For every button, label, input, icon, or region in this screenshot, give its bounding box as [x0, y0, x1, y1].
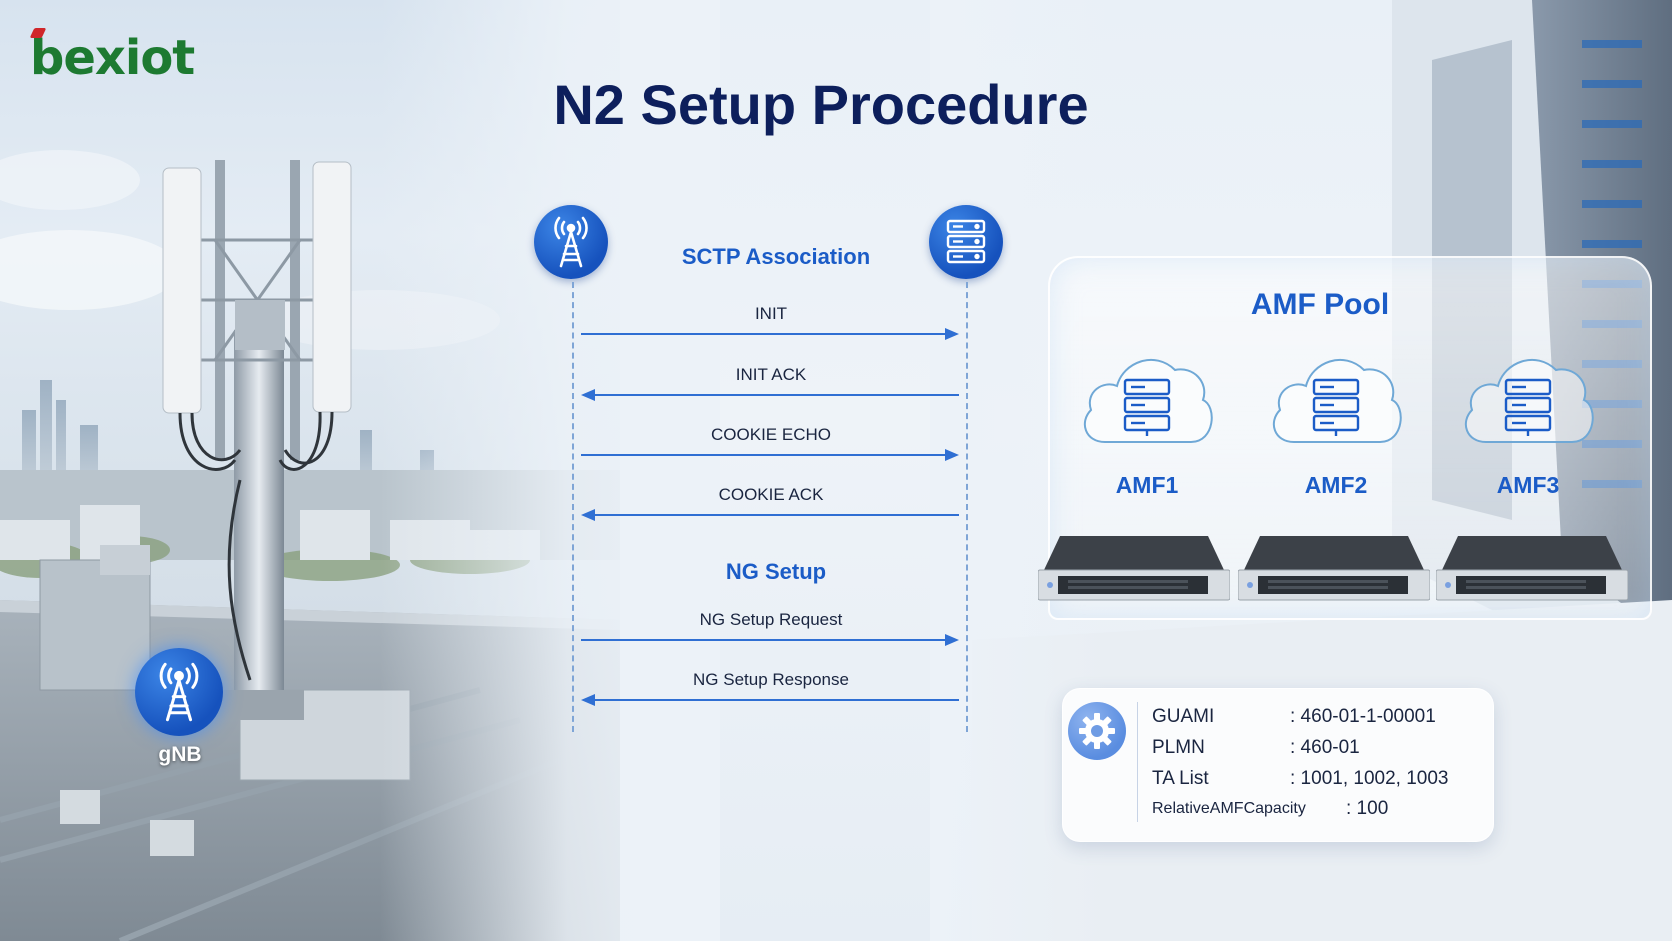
message-label-ng-setup-request: NG Setup Request [699, 610, 843, 629]
amf2-rack-server [1238, 536, 1430, 601]
section-label-sctp: SCTP Association [681, 244, 871, 269]
server-icon [946, 219, 986, 264]
left-fade-overlay [380, 0, 720, 941]
info-key-plmn: PLMN [1152, 737, 1205, 758]
page-title-text: N2 Setup Procedure [553, 73, 1089, 136]
card-divider [1137, 702, 1138, 822]
amf-info-card [1062, 688, 1494, 842]
gnb-lifeline [572, 282, 574, 732]
amf1-rack-server [1038, 536, 1230, 601]
amf-node [929, 205, 1003, 279]
amf2-cloud-icon [1272, 359, 1402, 443]
section-label-ng-setup: NG Setup [725, 559, 827, 584]
info-key-guami: GUAMI [1152, 706, 1215, 727]
arrow-cookie-ack [581, 509, 959, 521]
info-value-relative-amf-capacity: : 100 [1346, 798, 1389, 819]
gear-badge [1068, 702, 1126, 760]
arrow-init-ack [581, 389, 959, 401]
cell-tower-icon [159, 662, 199, 722]
amf1-label: AMF1 [1115, 472, 1179, 498]
amf3-label: AMF3 [1496, 472, 1560, 498]
cell-tower-icon [554, 216, 588, 268]
arrow-init [581, 328, 959, 340]
amf1-cloud-icon [1083, 359, 1213, 443]
message-label-cookie-ack: COOKIE ACK [718, 485, 824, 504]
amf2-label: AMF2 [1304, 472, 1368, 498]
info-value-plmn: : 460-01 [1290, 737, 1360, 758]
page-title: N2 Setup Procedure [0, 72, 1672, 137]
gnb-badge [135, 648, 223, 736]
amf3-cloud-icon [1464, 359, 1594, 443]
bexiot-logo: bexiot [29, 28, 195, 86]
amf-pool-title: AMF Pool [1250, 288, 1390, 321]
info-key-ta-list: TA List [1152, 768, 1209, 789]
message-label-init: INIT [754, 304, 788, 323]
message-label-cookie-echo: COOKIE ECHO [711, 425, 831, 444]
message-label-init-ack: INIT ACK [735, 365, 807, 384]
info-value-ta-list: : 1001, 1002, 1003 [1290, 768, 1449, 789]
amf3-rack-server [1436, 536, 1628, 601]
arrow-cookie-echo [581, 449, 959, 461]
logo-text: bexiot [30, 30, 195, 86]
info-value-guami: : 460-01-1-00001 [1290, 706, 1436, 727]
arrow-ng-setup-request [581, 634, 959, 646]
gnb-node [534, 205, 608, 279]
gnb-label: gNB [158, 743, 202, 766]
gear-icon [1079, 713, 1115, 749]
info-key-relative-amf-capacity: RelativeAMFCapacity [1152, 800, 1306, 817]
message-label-ng-setup-response: NG Setup Response [693, 670, 849, 689]
arrow-ng-setup-response [581, 694, 959, 706]
amf-lifeline [966, 282, 968, 732]
